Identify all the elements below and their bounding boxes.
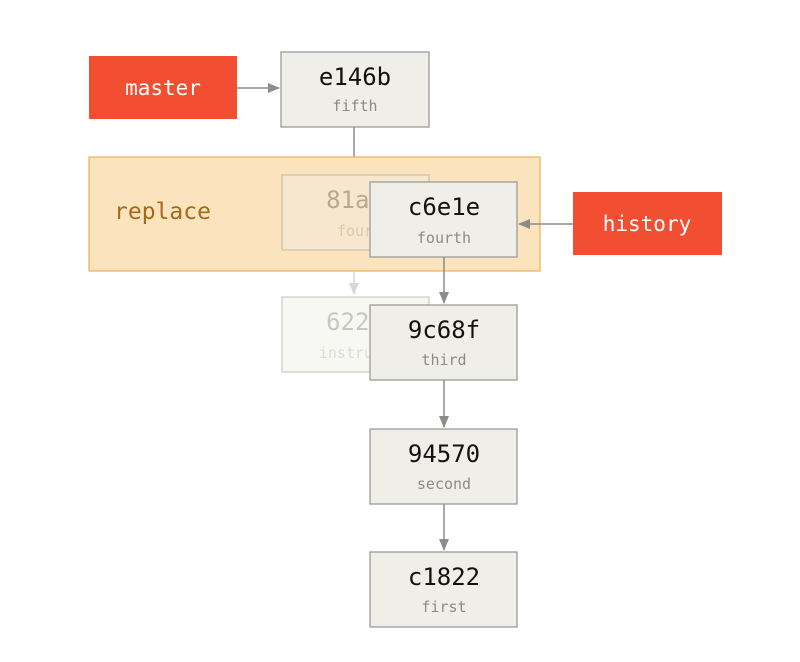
commit-94570-box — [369, 428, 518, 505]
branch-history-box — [573, 192, 722, 255]
branch-master[interactable]: master — [89, 56, 237, 119]
commit-e146b-box — [280, 51, 430, 128]
commit-9c68f-sha: 9c68f — [408, 316, 480, 344]
branch-history[interactable]: history — [573, 192, 722, 255]
commit-c6e1e-box — [369, 181, 518, 258]
branch-master-box — [89, 56, 237, 119]
commit-94570[interactable]: 94570 second — [369, 428, 518, 505]
commit-c1822-message: first — [421, 598, 466, 616]
commit-94570-sha: 94570 — [408, 440, 480, 468]
commit-e146b-message: fifth — [332, 97, 377, 115]
commit-c6e1e[interactable]: c6e1e fourth — [369, 181, 518, 258]
commit-c6e1e-message: fourth — [417, 229, 471, 247]
commit-c6e1e-sha: c6e1e — [408, 193, 480, 221]
commit-c1822-sha: c1822 — [408, 563, 480, 591]
branch-master-label: master — [125, 76, 201, 100]
commit-c1822[interactable]: c1822 first — [369, 551, 518, 628]
commit-94570-message: second — [417, 475, 471, 493]
commit-81a7-message: four — [337, 222, 373, 240]
commit-9c68f-message: third — [421, 351, 466, 369]
branch-history-label: history — [603, 212, 692, 236]
commit-e146b-sha: e146b — [319, 63, 391, 91]
commit-9c68f[interactable]: 9c68f third — [369, 304, 518, 381]
commit-9c68f-box — [369, 304, 518, 381]
commit-e146b[interactable]: e146b fifth — [280, 51, 430, 128]
replace-label: replace — [114, 199, 211, 225]
commit-c1822-box — [369, 551, 518, 628]
